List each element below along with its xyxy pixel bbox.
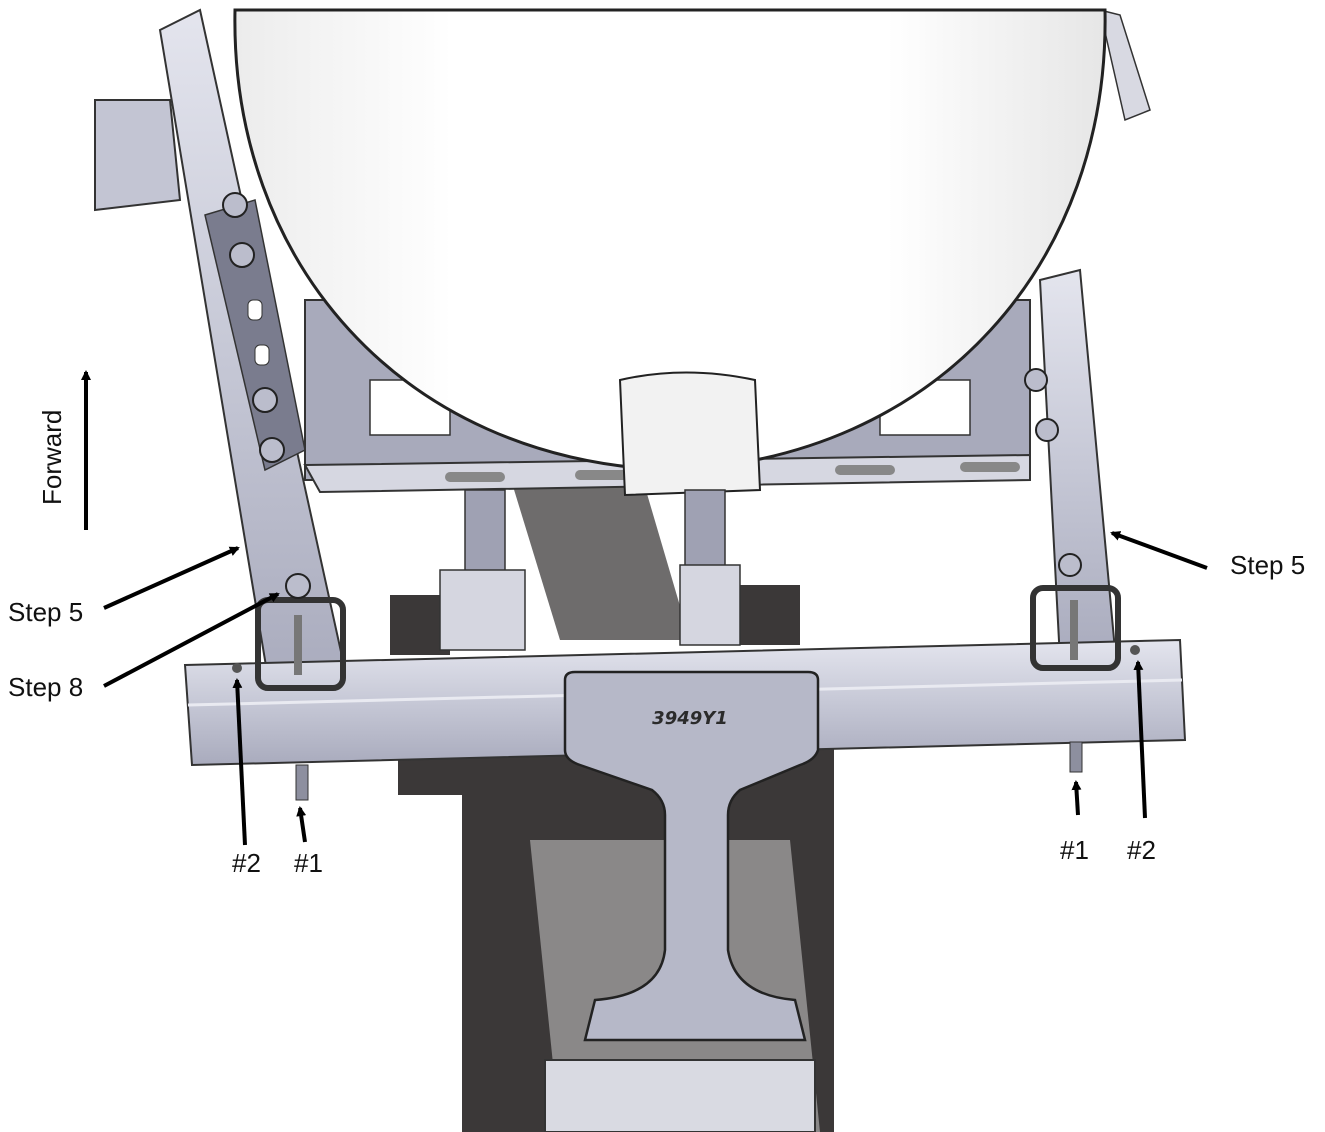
saddle-studs: [439, 489, 741, 651]
part-number: 3949Y1: [652, 708, 728, 729]
hole2-left-label: #2: [232, 848, 261, 878]
step5-right-arrow: [1110, 531, 1208, 570]
callout-arrows: [81, 370, 1208, 846]
left-rail: [94, 8, 347, 692]
forward-label: Forward: [37, 409, 67, 505]
bolt1-right-arrow: [1071, 780, 1082, 816]
step5-right-label: Step 5: [1230, 550, 1306, 580]
beam-studs: [295, 741, 1083, 801]
hole2-left-arrow: [232, 678, 247, 846]
bolt1-left-label: #1: [294, 848, 323, 878]
bolt1-left-arrow: [296, 806, 307, 843]
step5-left-arrow: [103, 546, 240, 610]
tank: [233, 8, 1107, 497]
left-rail-bolts: [222, 192, 311, 599]
hole2-right-arrow: [1133, 660, 1147, 819]
step8-arrow: [103, 592, 280, 688]
step8-label: Step 8: [8, 672, 84, 702]
hole2-right-label: #2: [1127, 835, 1156, 865]
rail-end-tubes: [255, 585, 1121, 691]
i-bracket: 3949Y1: [563, 670, 820, 1042]
bolt1-right-label: #1: [1060, 835, 1089, 865]
step5-left-label: Step 5: [8, 597, 84, 627]
right-rail-bolts: [1024, 368, 1082, 577]
